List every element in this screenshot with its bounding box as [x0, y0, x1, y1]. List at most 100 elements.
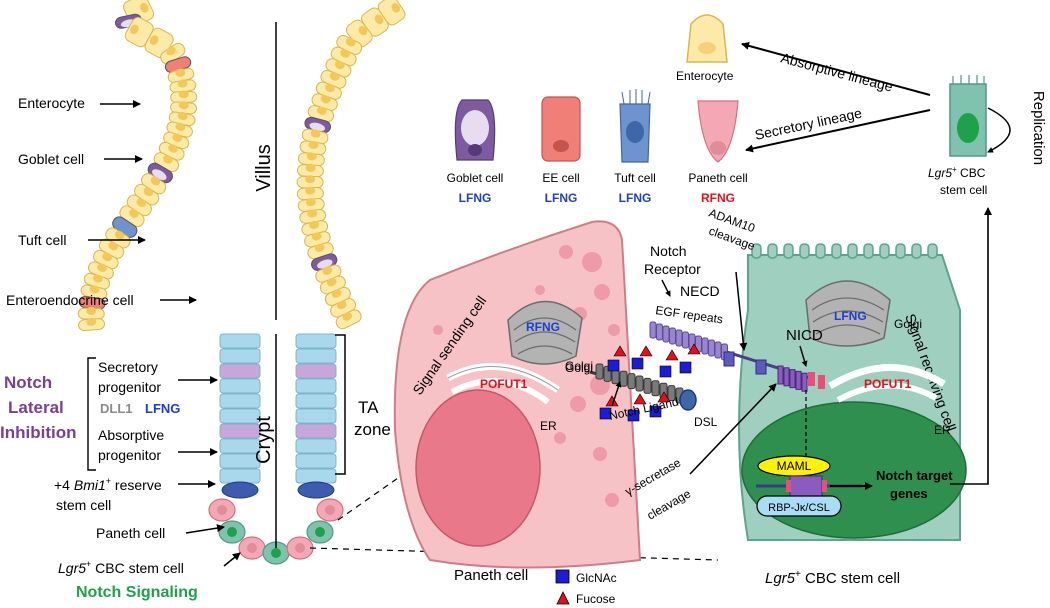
villus-epithelium	[77, 0, 406, 332]
absorptive-lineage-label: Absorptive lineage	[779, 49, 895, 94]
sending-pofut1: POFUT1	[480, 377, 528, 391]
label-reserve-1: +4 Bmi1+ reserve	[54, 476, 162, 493]
notch-receptor-label-2: Receptor	[644, 261, 701, 277]
legend-glcnac-swatch	[555, 569, 570, 584]
enterocyte-cell	[163, 131, 190, 150]
enterocyte-cell	[168, 111, 196, 126]
nicd-nuclear	[789, 475, 823, 497]
lineage-tuft-cell	[619, 89, 651, 163]
crypt-title: Crypt	[253, 416, 275, 464]
crypt-progenitor-cell	[295, 453, 337, 469]
enterocyte-cell	[297, 198, 325, 212]
glycan-modifications	[599, 343, 701, 422]
arrow-nicd	[799, 345, 808, 367]
signal-sending-cell	[393, 220, 642, 569]
enterocyte-cell	[87, 261, 114, 280]
crypt-progenitor-cell	[219, 348, 261, 364]
enterocyte-cell	[119, 205, 145, 228]
lineage-cell-name: Paneth cell	[688, 171, 747, 185]
dsl-label: DSL	[694, 415, 718, 429]
receiving-lfng: LFNG	[834, 309, 867, 323]
lineage-cell-fringe: LFNG	[545, 191, 578, 205]
crypt-progenitor-cell	[219, 408, 261, 424]
enterocyte-cell	[315, 81, 342, 100]
rbp-box	[756, 495, 842, 517]
zoom-line-top	[337, 477, 399, 521]
lateral-inhibition-label: Notch Lateral Inhibition	[0, 373, 76, 442]
replication-arrow	[987, 107, 1011, 153]
label-enterocyte: Enterocyte	[18, 95, 85, 111]
label-paneth: Paneth cell	[96, 525, 165, 541]
fucose-marker	[665, 349, 679, 361]
legend-fucose-label: Fucose	[576, 592, 616, 606]
receiving-golgi	[805, 280, 891, 347]
lineage-cell-name: Tuft cell	[614, 171, 656, 185]
label-tuft: Tuft cell	[18, 232, 67, 248]
svg-text:Notch: Notch	[4, 373, 52, 392]
crypt-progenitor-cell	[219, 393, 261, 409]
sending-golgi-label: Golgi	[565, 359, 593, 373]
enterocyte-cell	[78, 317, 106, 332]
zoom-line-bottom	[309, 547, 719, 561]
arrow-gamma-secretase	[689, 383, 777, 475]
egf-repeats-label: EGF repeats	[655, 303, 724, 326]
lineage-paneth-cell	[697, 100, 739, 163]
arrow-paneth	[185, 524, 225, 534]
notch-receptor	[649, 321, 825, 392]
crypt-progenitor-cell	[219, 378, 261, 394]
receiving-golgi-label: Golgi	[894, 317, 922, 331]
goblet-cell	[304, 116, 331, 134]
lineage-enterocyte-label: Enterocyte	[676, 69, 734, 83]
crypt-progenitor-cell	[295, 468, 337, 484]
gamma-secretase-label-2: cleavage	[645, 486, 694, 522]
arrow-lgr5	[223, 552, 241, 567]
enterocyte-cell	[296, 175, 324, 189]
enterocyte-cell	[77, 307, 105, 320]
crypt-progenitor-cell	[295, 423, 337, 439]
ta-zone-bracket	[335, 334, 346, 475]
lineage-cell-fringe: LFNG	[619, 191, 652, 205]
enterocyte-cell	[83, 272, 111, 290]
crypt-progenitor-cell	[219, 438, 261, 454]
label-dll1: DLL1	[100, 401, 133, 416]
crypt-progenitor-cell	[219, 363, 261, 379]
svg-text:Inhibition: Inhibition	[0, 423, 76, 442]
label-lfng-crypt: LFNG	[145, 401, 180, 416]
replication-label: Replication	[1030, 91, 1047, 165]
stem-cell-caption: Lgr5+ CBC stem cell	[765, 569, 900, 587]
lineage-cell-name: Goblet cell	[447, 171, 504, 185]
crypt-progenitor-cell	[295, 393, 337, 409]
target-genes-label-1: Notch target	[876, 468, 953, 483]
svg-text:Lateral: Lateral	[8, 398, 64, 417]
crypt-progenitor-cell	[295, 438, 337, 454]
glcnac-marker	[627, 409, 640, 422]
nicd-label: NICD	[786, 327, 823, 344]
enterocyte-lineage-cell	[686, 14, 728, 63]
crypt-progenitor-cell	[295, 348, 337, 364]
lineage-stem-label-1: Lgr5+ CBC	[928, 165, 986, 180]
arrow-absorptive-lineage	[741, 41, 931, 96]
enterocyte-cell	[124, 16, 154, 48]
enterocyte-cell	[299, 140, 327, 156]
stem-cell-lineage	[949, 75, 987, 157]
rbp-label: RBP-Jκ/CSL	[768, 502, 830, 514]
lineage-cell-fringe: RFNG	[701, 191, 735, 205]
fucose-marker	[613, 345, 627, 357]
villus-title: Villus	[253, 144, 275, 191]
label-reserve-2: stem cell	[56, 497, 111, 513]
glcnac-marker	[659, 365, 672, 378]
crypt-epithelium	[208, 333, 344, 565]
ta-zone-label-1: TA	[358, 398, 379, 417]
fucose-marker	[657, 391, 671, 403]
ta-zone-label-2: zone	[354, 420, 391, 439]
label-lgr5: Lgr5+ CBC stem cell	[58, 559, 184, 576]
lineage-ee-cell	[541, 96, 581, 162]
receiving-pofut1: POFUT1	[864, 377, 912, 391]
crypt-progenitor-cell	[295, 378, 337, 394]
fucose-marker	[639, 345, 653, 357]
label-goblet: Goblet cell	[18, 151, 84, 167]
glcnac-marker	[599, 407, 612, 420]
crypt-progenitor-cell	[295, 333, 337, 349]
